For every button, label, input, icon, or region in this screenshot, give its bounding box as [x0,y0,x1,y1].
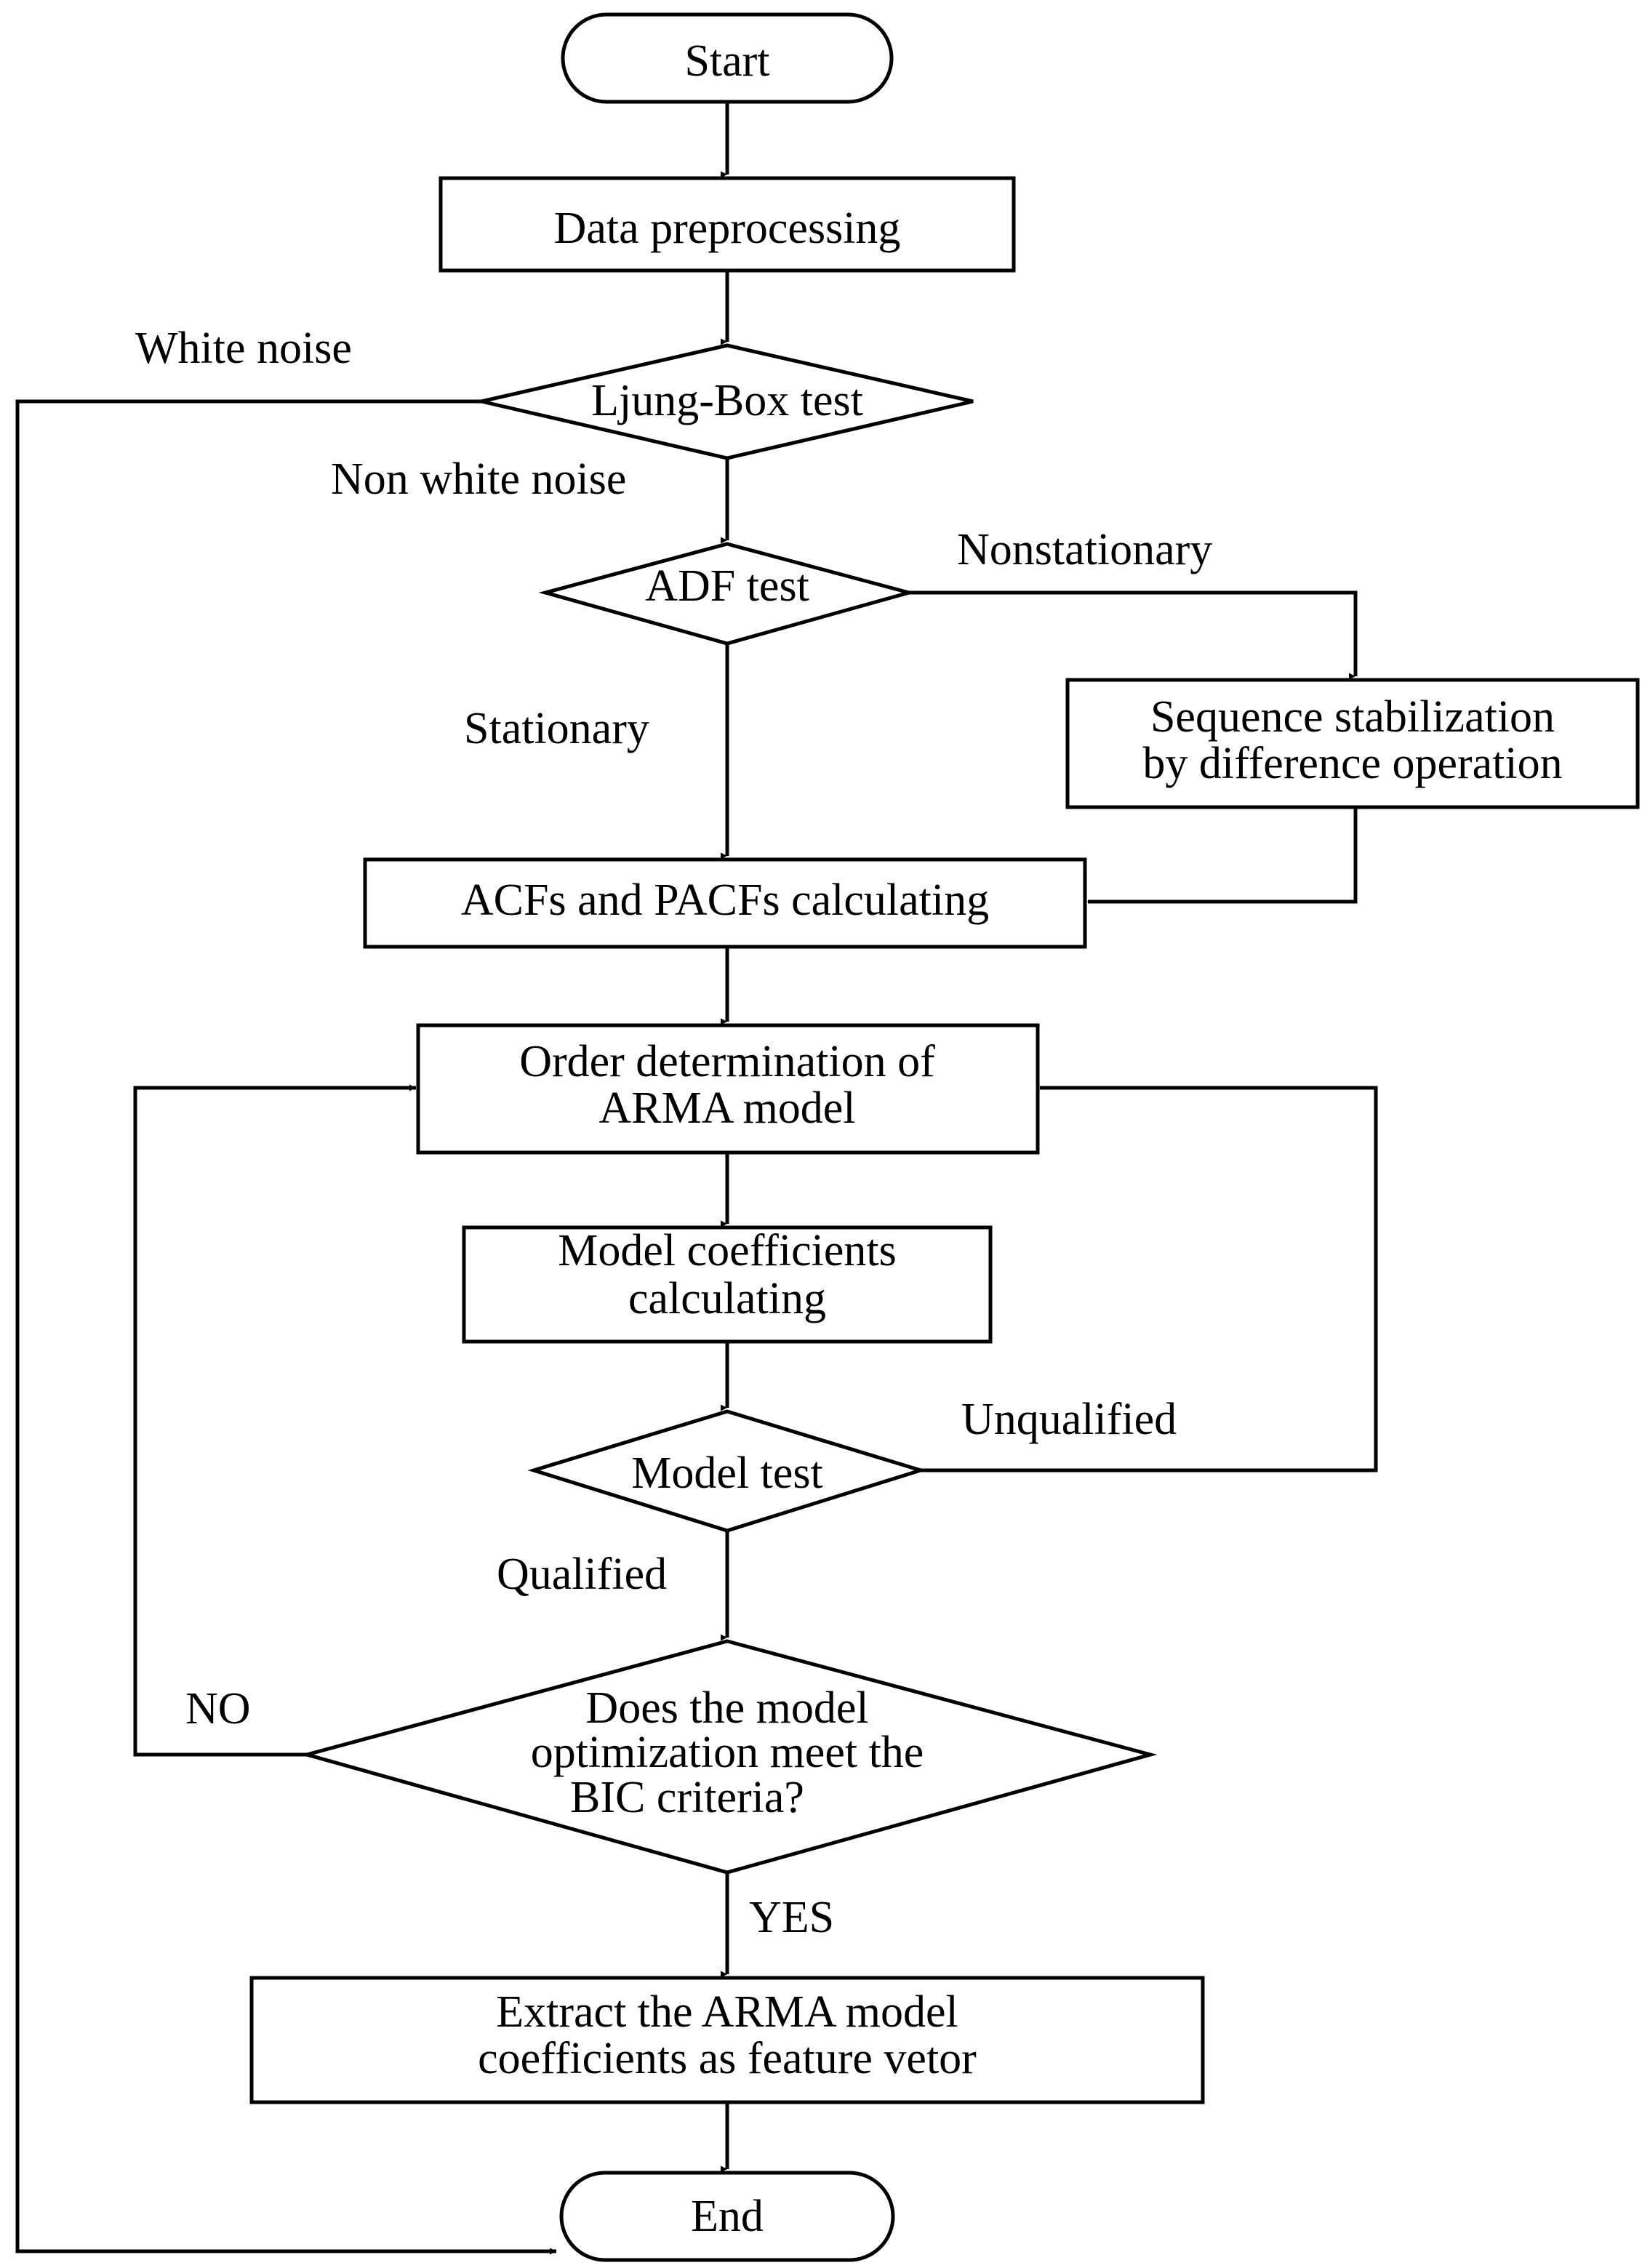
edge-labels: White noise Non white noise Nonstationar… [135,324,1212,1942]
extract-box: Extract the ARMA model coefficients as f… [249,1976,1205,2104]
bic-line-1: Does the model [585,1683,868,1733]
label-yes: YES [749,1893,834,1942]
ljung-box-label: Ljung-Box test [591,376,863,425]
stabilize-line-2: by difference operation [1142,739,1562,788]
preprocess-box: Data preprocessing [438,176,1016,273]
label-nonstationary: Nonstationary [957,525,1212,574]
order-box: Order determination of ARMA model [416,1023,1040,1155]
extract-line-1: Extract the ARMA model [496,1987,958,2037]
stabilize-line-1: Sequence stabilization [1150,692,1555,742]
label-stationary: Stationary [464,704,649,753]
adf-label: ADF test [645,561,809,611]
label-white-noise: White noise [135,324,352,373]
coefficients-line-1: Model coefficients [558,1226,896,1275]
bic-line-2: optimization meet the [531,1728,924,1777]
label-qualified: Qualified [497,1550,667,1599]
label-no: NO [185,1684,251,1734]
preprocess-label: Data preprocessing [554,204,901,253]
order-line-2: ARMA model [598,1083,855,1133]
coefficients-line-2: calculating [628,1274,826,1323]
label-non-white-noise: Non white noise [331,454,626,504]
edge-stabilize-to-acf [1081,807,1358,905]
stabilize-box: Sequence stabilization by difference ope… [1065,678,1640,809]
connectors [15,102,1378,2255]
edge-bic-no-loop [133,1084,416,1757]
bic-decision: Does the model optimization meet the BIC… [300,1639,1158,1875]
start-node: Start [561,12,894,104]
edge-unqualified-loop [921,1084,1378,1472]
model-test-decision: Model test [527,1409,927,1533]
acf-pacf-label: ACFs and PACFs calculating [461,875,989,925]
end-label: End [691,2192,764,2241]
ljung-box-decision: Ljung-Box test [481,343,974,460]
label-unqualified: Unqualified [961,1395,1177,1444]
end-node: End [559,2171,895,2262]
coefficients-box: Model coefficients calculating [462,1225,993,1344]
edge-adf-nonstationary [909,590,1358,680]
adf-decision: ADF test [538,542,916,646]
acf-pacf-box: ACFs and PACFs calculating [363,857,1087,949]
bic-line-3: BIC criteria? [570,1773,804,1822]
edge-white-noise-to-end [15,399,556,2255]
model-test-label: Model test [631,1448,822,1498]
start-label: Start [684,36,769,86]
order-line-1: Order determination of [519,1037,935,1086]
extract-line-2: coefficients as feature vetor [478,2034,977,2083]
